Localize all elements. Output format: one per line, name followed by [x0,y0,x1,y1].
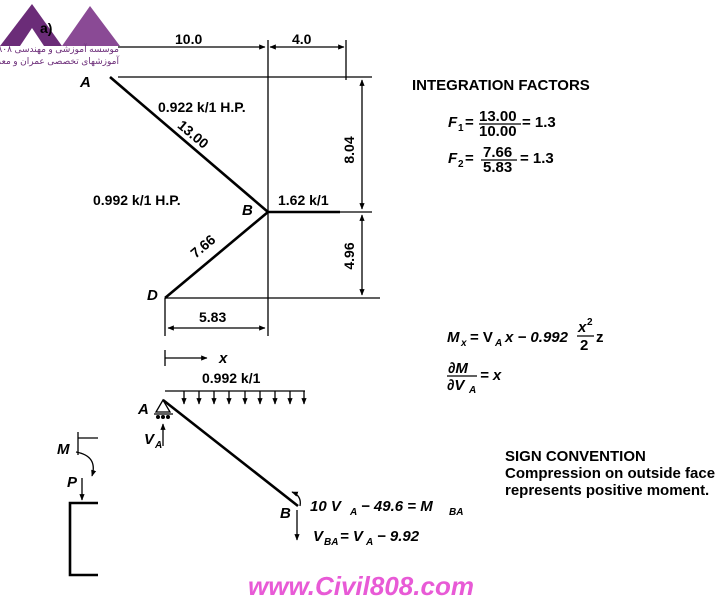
f2-subscript: 2 [458,159,464,170]
roller-wheel-3 [166,415,170,419]
dim-top-right-label: 4.0 [292,31,312,47]
f2-result: = 1.3 [520,150,554,167]
dim-bottom-label: 5.83 [199,309,226,325]
fbd-node-a-label: A [137,401,149,418]
dim-upper-vertical-label: 8.04 [341,136,357,163]
distributed-load-label: 0.992 k/1 [202,370,261,386]
watermark-url: www.Civil808.com [248,571,474,601]
member-bd [164,211,269,299]
integration-factors: INTEGRATION FACTORS F 1 = 13.00 10.00 = … [412,77,590,176]
dim-top-left-label: 10.0 [175,31,202,47]
load-b-right-label: 1.62 k/1 [278,192,329,208]
frame-dimension-lines [118,40,380,336]
mx-va-subscript: A [494,338,502,349]
logo-triangle-inner [20,28,44,46]
f1-subscript: 1 [458,123,464,134]
free-body-diagram: x 0.992 k/1 A V A B 10 [137,350,463,548]
integration-heading: INTEGRATION FACTORS [412,77,590,94]
mx-z: z [596,329,604,346]
company-logo: موسسه آموزشی و مهندسی ۸۰۸ آموزشهای تخصصی… [0,4,120,66]
f1-numerator: 13.00 [479,108,517,125]
mx-symbol: M [447,329,460,346]
dm-result: = x [480,367,502,384]
f2-denominator: 5.83 [483,159,512,176]
sign-convention-line2: represents positive moment. [505,482,709,499]
f1-result: = 1.3 [522,114,556,131]
mx-equals-v: = V [470,329,493,346]
f2-equals: = [465,150,474,167]
node-b-label: B [242,202,253,219]
fbd-node-b-label: B [280,505,291,522]
sign-convention-line1: Compression on outside face [505,465,715,482]
vba-label: V [313,528,325,545]
f1-symbol: F [448,114,458,131]
f1-denominator: 10.00 [479,123,517,140]
load-ab-label: 0.922 k/1 H.P. [158,99,246,115]
f2-numerator: 7.66 [483,144,512,161]
mx-frac-exponent: 2 [587,317,593,328]
mba-eq-sub1: A [349,507,357,518]
node-d-label: D [147,287,158,304]
load-bd-label: 0.992 k/1 H.P. [93,192,181,208]
moment-arrow-b [291,491,301,507]
mx-frac-numerator: x [577,319,587,336]
roller-wheel-1 [156,415,160,419]
vba-subscript-2: A [365,537,373,548]
mx-subscript: x [460,338,467,349]
logo-text-line1: موسسه آموزشی و مهندسی ۸۰۸ [0,43,119,54]
length-ab-label: 13.00 [175,117,212,152]
dim-lower-vertical-label: 4.96 [341,242,357,269]
moment-equation: M x = V A x − 0.992 x 2 2 z ∂M ∂V A = x [447,317,604,396]
vba-tail: − 9.92 [377,528,420,545]
frame-labels: 10.0 4.0 8.04 4.96 5.83 A B D 0.922 k/1 … [79,31,357,325]
vba-subscript: BA [324,537,338,548]
vba-equals: = V [340,528,365,545]
logo-triangle-right [62,6,120,46]
sign-convention-title: SIGN CONVENTION [505,448,646,465]
fbd-member-ab [162,398,299,508]
f1-equals: = [465,114,474,131]
mx-frac-denominator: 2 [580,337,588,354]
roller-support-a [154,398,172,413]
node-a-label: A [79,74,91,91]
sketch-m-label: M [57,441,70,458]
x-label: x [218,350,228,367]
member-ab [109,76,269,213]
dm-denominator: ∂V [447,377,466,394]
mba-eq-part2: − 49.6 = M [361,498,433,515]
distributed-load-arrows [181,391,307,405]
frame-members [109,76,340,299]
va-label: V [144,431,156,448]
va-subscript: A [154,440,162,451]
dm-numerator: ∂M [448,360,468,377]
mx-tail: x − 0.992 [504,329,569,346]
mba-eq-part1: 10 V [310,498,343,515]
sketch-moment-arrow [75,451,97,477]
panel-label: a) [40,20,52,36]
sign-convention: SIGN CONVENTION Compression on outside f… [57,432,715,577]
dm-denominator-sub: A [468,385,476,396]
roller-wheel-2 [161,415,165,419]
f2-symbol: F [448,150,458,167]
logo-triangle-left [0,4,62,46]
logo-text-line2: آموزشهای تخصصی عمران و معماری [0,55,119,66]
sketch-p-label: P [67,474,78,491]
sketch-frame-outline [68,501,98,577]
mba-eq-sub2: BA [449,507,463,518]
